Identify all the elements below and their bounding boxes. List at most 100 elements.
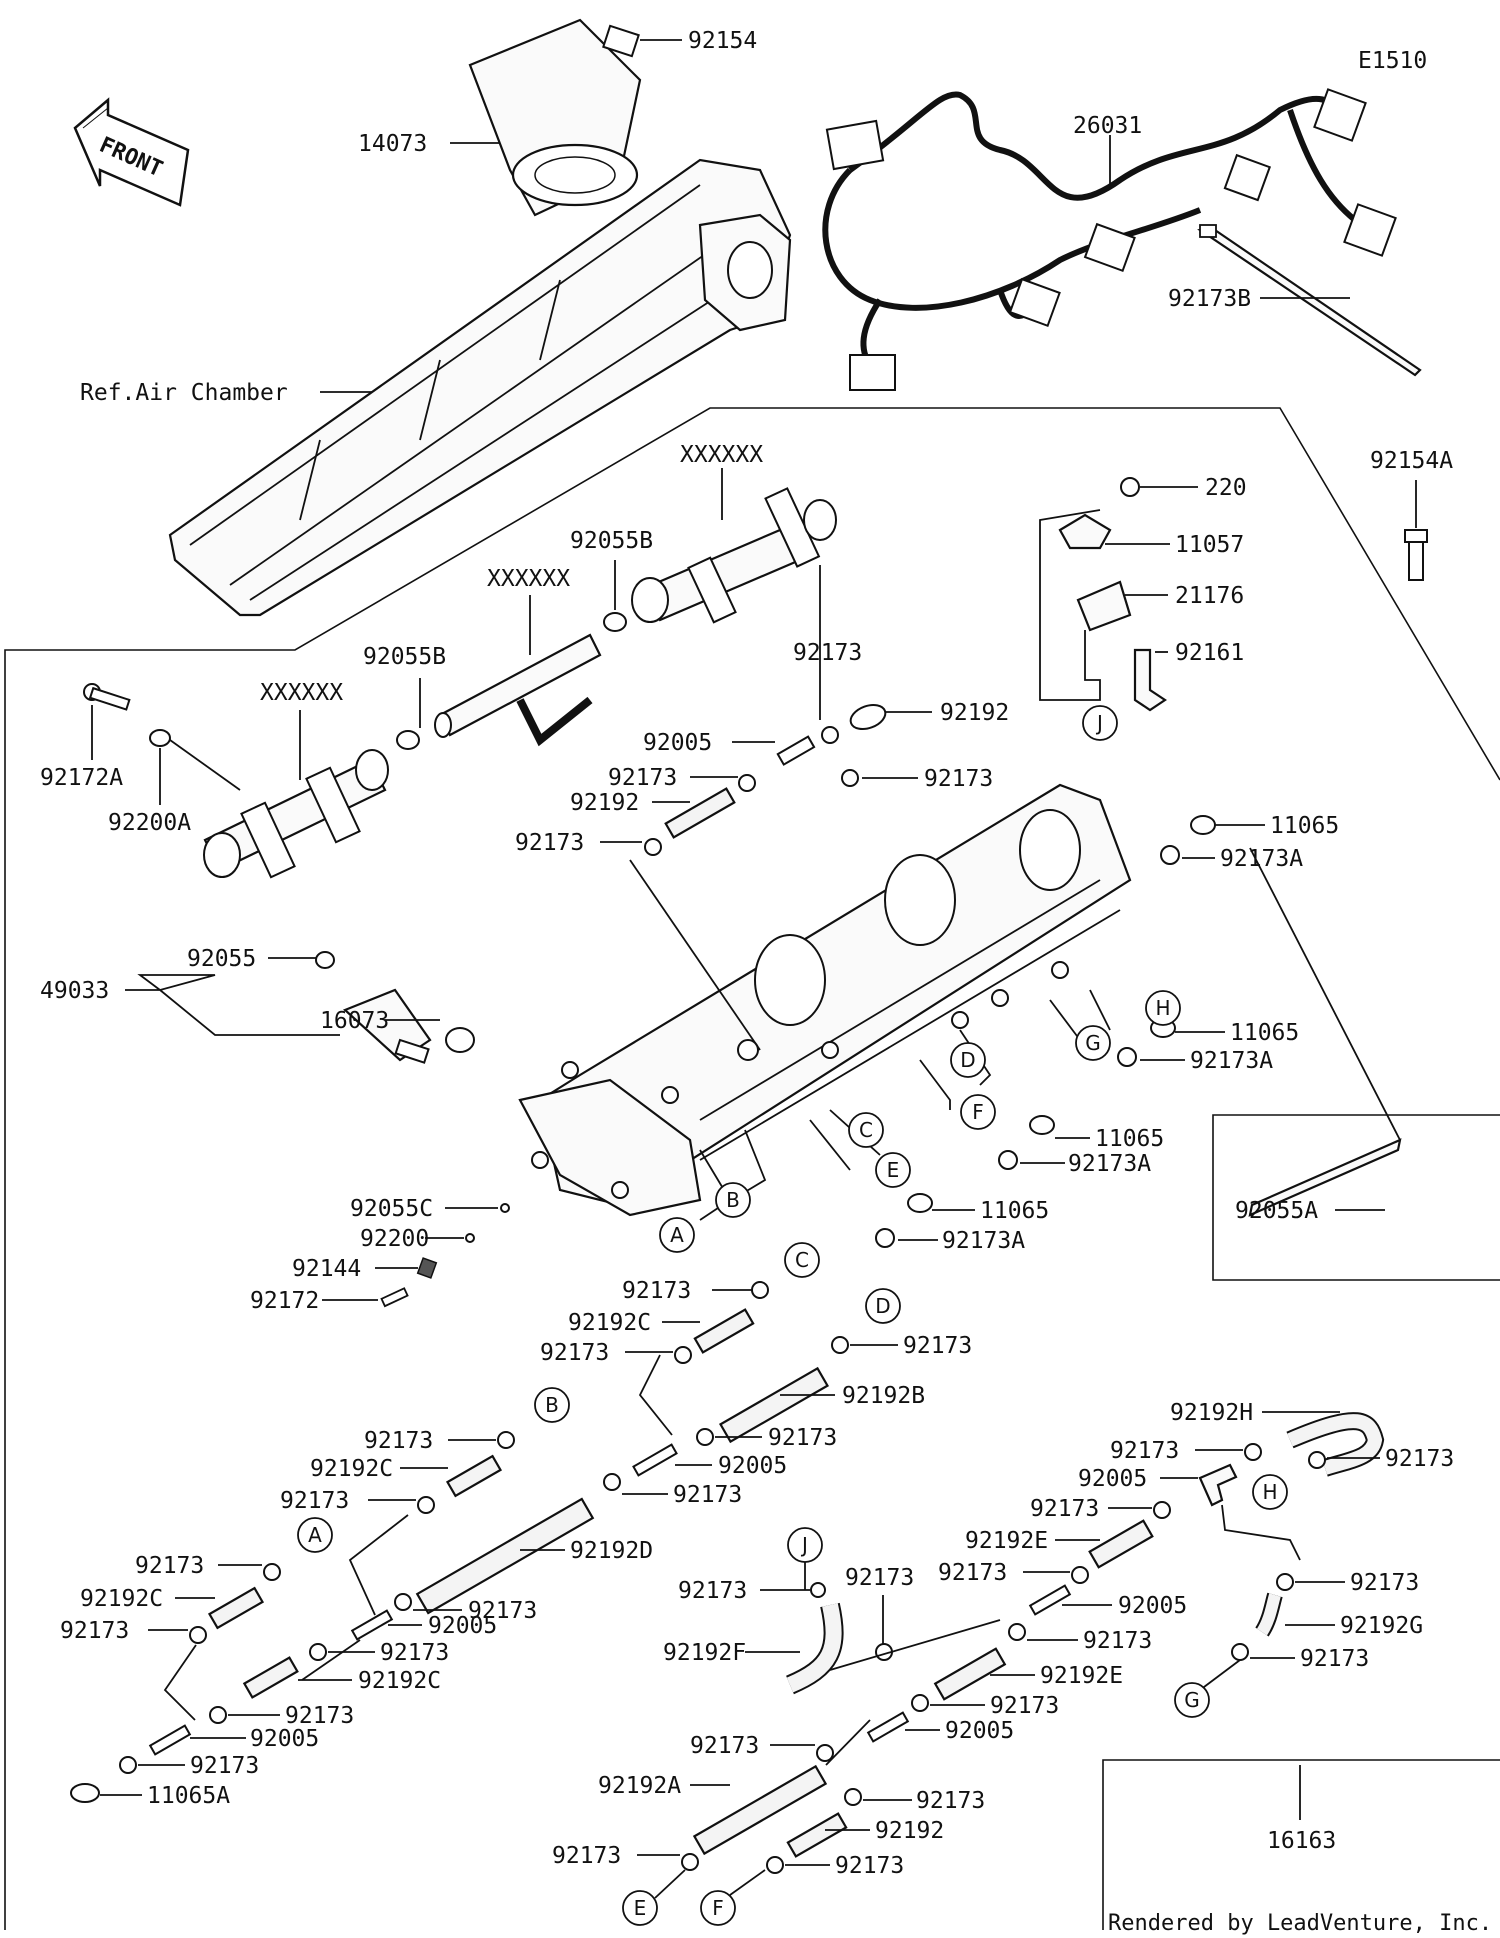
hose-92192C-b2	[242, 1656, 299, 1699]
label-92161: 92161	[1175, 640, 1244, 666]
label-xxxxxx-1: XXXXXX	[680, 442, 763, 468]
sensor-21176-part	[1058, 477, 1167, 712]
callout-H-lower: H	[1252, 1474, 1288, 1510]
label-92055: 92055	[187, 946, 256, 972]
label-ref-air-chamber: Ref.Air Chamber	[80, 380, 288, 406]
label-d-92173: 92173	[903, 1333, 972, 1359]
joint-92005-d	[632, 1443, 678, 1477]
label-92055B-b: 92055B	[363, 644, 446, 670]
label-92173-t3: 92173	[924, 766, 993, 792]
svg-text:G: G	[1184, 1688, 1200, 1712]
label-92055A: 92055A	[1235, 1198, 1318, 1224]
clamp	[911, 1694, 929, 1712]
clamp-92173A-2	[1117, 1047, 1137, 1067]
label-11065-4: 11065	[980, 1198, 1049, 1224]
label-h-92173-e: 92173	[1083, 1628, 1152, 1654]
label-h-92005-b: 92005	[1118, 1593, 1187, 1619]
callout-E-lower: E	[622, 1890, 658, 1926]
label-a-92192C: 92192C	[80, 1586, 163, 1612]
svg-text:B: B	[726, 1188, 740, 1212]
label-a-92173-c: 92173	[285, 1703, 354, 1729]
clamp	[417, 1496, 435, 1514]
clamp	[696, 1428, 714, 1446]
label-92173-t1: 92173	[793, 640, 862, 666]
label-92192G: 92192G	[1340, 1613, 1423, 1639]
clamp	[394, 1593, 412, 1611]
svg-text:C: C	[795, 1248, 809, 1272]
joint-92005-h	[1198, 1463, 1238, 1507]
clamp	[766, 1856, 784, 1874]
svg-text:E: E	[634, 1896, 647, 1920]
bolt-92154A-part	[1404, 529, 1428, 581]
o-ring-92055B-lower	[396, 730, 420, 750]
label-e-92005: 92005	[945, 1718, 1014, 1744]
o-ring-92055B-upper	[603, 612, 627, 632]
clamp	[497, 1431, 515, 1449]
label-16163: 16163	[1267, 1828, 1336, 1854]
svg-text:C: C	[859, 1118, 873, 1142]
label-92173-t2: 92173	[608, 765, 677, 791]
callout-F-engine: F	[960, 1094, 996, 1130]
label-xxxxxx-3: XXXXXX	[260, 680, 343, 706]
hose-92192C-c	[693, 1308, 755, 1354]
fuel-rail-upper-part	[631, 487, 837, 624]
label-92005-top: 92005	[643, 730, 712, 756]
label-92200: 92200	[360, 1226, 429, 1252]
callout-A-engine: A	[659, 1217, 695, 1253]
label-d-92173-b: 92173	[768, 1425, 837, 1451]
svg-text:A: A	[308, 1523, 322, 1547]
label-d-92173-d: 92173	[468, 1598, 537, 1624]
assembly-boundary-right	[1212, 1114, 1500, 1281]
label-92172: 92172	[250, 1288, 319, 1314]
label-92192H: 92192H	[1170, 1400, 1253, 1426]
label-21176: 21176	[1175, 583, 1244, 609]
svg-text:J: J	[1095, 711, 1103, 735]
clamp	[189, 1626, 207, 1644]
label-92192E-1: 92192E	[965, 1528, 1048, 1554]
label-92144: 92144	[292, 1256, 361, 1282]
clamp	[810, 1582, 826, 1598]
label-f-92192: 92192	[875, 1818, 944, 1844]
svg-text:H: H	[1262, 1480, 1277, 1504]
label-e-92173-c: 92173	[916, 1788, 985, 1814]
hose-92192B	[718, 1366, 830, 1444]
label-g-92173: 92173	[1350, 1570, 1419, 1596]
callout-G-engine: G	[1075, 1025, 1111, 1061]
diagram-id: E1510	[1358, 48, 1427, 74]
label-92200A: 92200A	[108, 810, 191, 836]
clamp	[751, 1281, 769, 1299]
label-f-92173: 92173	[835, 1853, 904, 1879]
washer-92200A	[149, 729, 171, 747]
hose-92192A	[692, 1764, 828, 1856]
label-d-92005: 92005	[718, 1453, 787, 1479]
cap-11065-4	[907, 1193, 933, 1213]
hose-92192D	[415, 1497, 595, 1615]
cap-11065-1	[1190, 815, 1216, 835]
hose-92192C-b	[445, 1454, 503, 1498]
footer-rendered-by: Rendered by LeadVenture, Inc.	[1108, 1911, 1492, 1936]
callout-F-lower: F	[700, 1890, 736, 1926]
label-11065-1: 11065	[1270, 813, 1339, 839]
label-b-92192C: 92192C	[310, 1456, 393, 1482]
clamp	[831, 1336, 849, 1354]
throttle-body-part	[518, 783, 1132, 1217]
label-92172A: 92172A	[40, 765, 123, 791]
screw-92172	[380, 1287, 409, 1308]
joint-92005-b	[350, 1609, 394, 1641]
label-11065A: 11065A	[147, 1783, 230, 1809]
svg-text:B: B	[545, 1393, 559, 1417]
clamp	[309, 1643, 327, 1661]
clamp	[674, 1346, 692, 1364]
svg-text:H: H	[1155, 996, 1170, 1020]
label-e-92173-a: 92173	[990, 1693, 1059, 1719]
label-92192A: 92192A	[598, 1773, 681, 1799]
label-11065-3: 11065	[1095, 1126, 1164, 1152]
wire-harness-part	[822, 88, 1397, 391]
label-h-92173-a: 92173	[1110, 1438, 1179, 1464]
label-16073: 16073	[320, 1008, 389, 1034]
label-92055C: 92055C	[350, 1196, 433, 1222]
front-arrow-icon: FRONT	[73, 97, 190, 207]
label-11057: 11057	[1175, 532, 1244, 558]
label-92055B-a: 92055B	[570, 528, 653, 554]
air-chamber-part	[168, 158, 792, 617]
